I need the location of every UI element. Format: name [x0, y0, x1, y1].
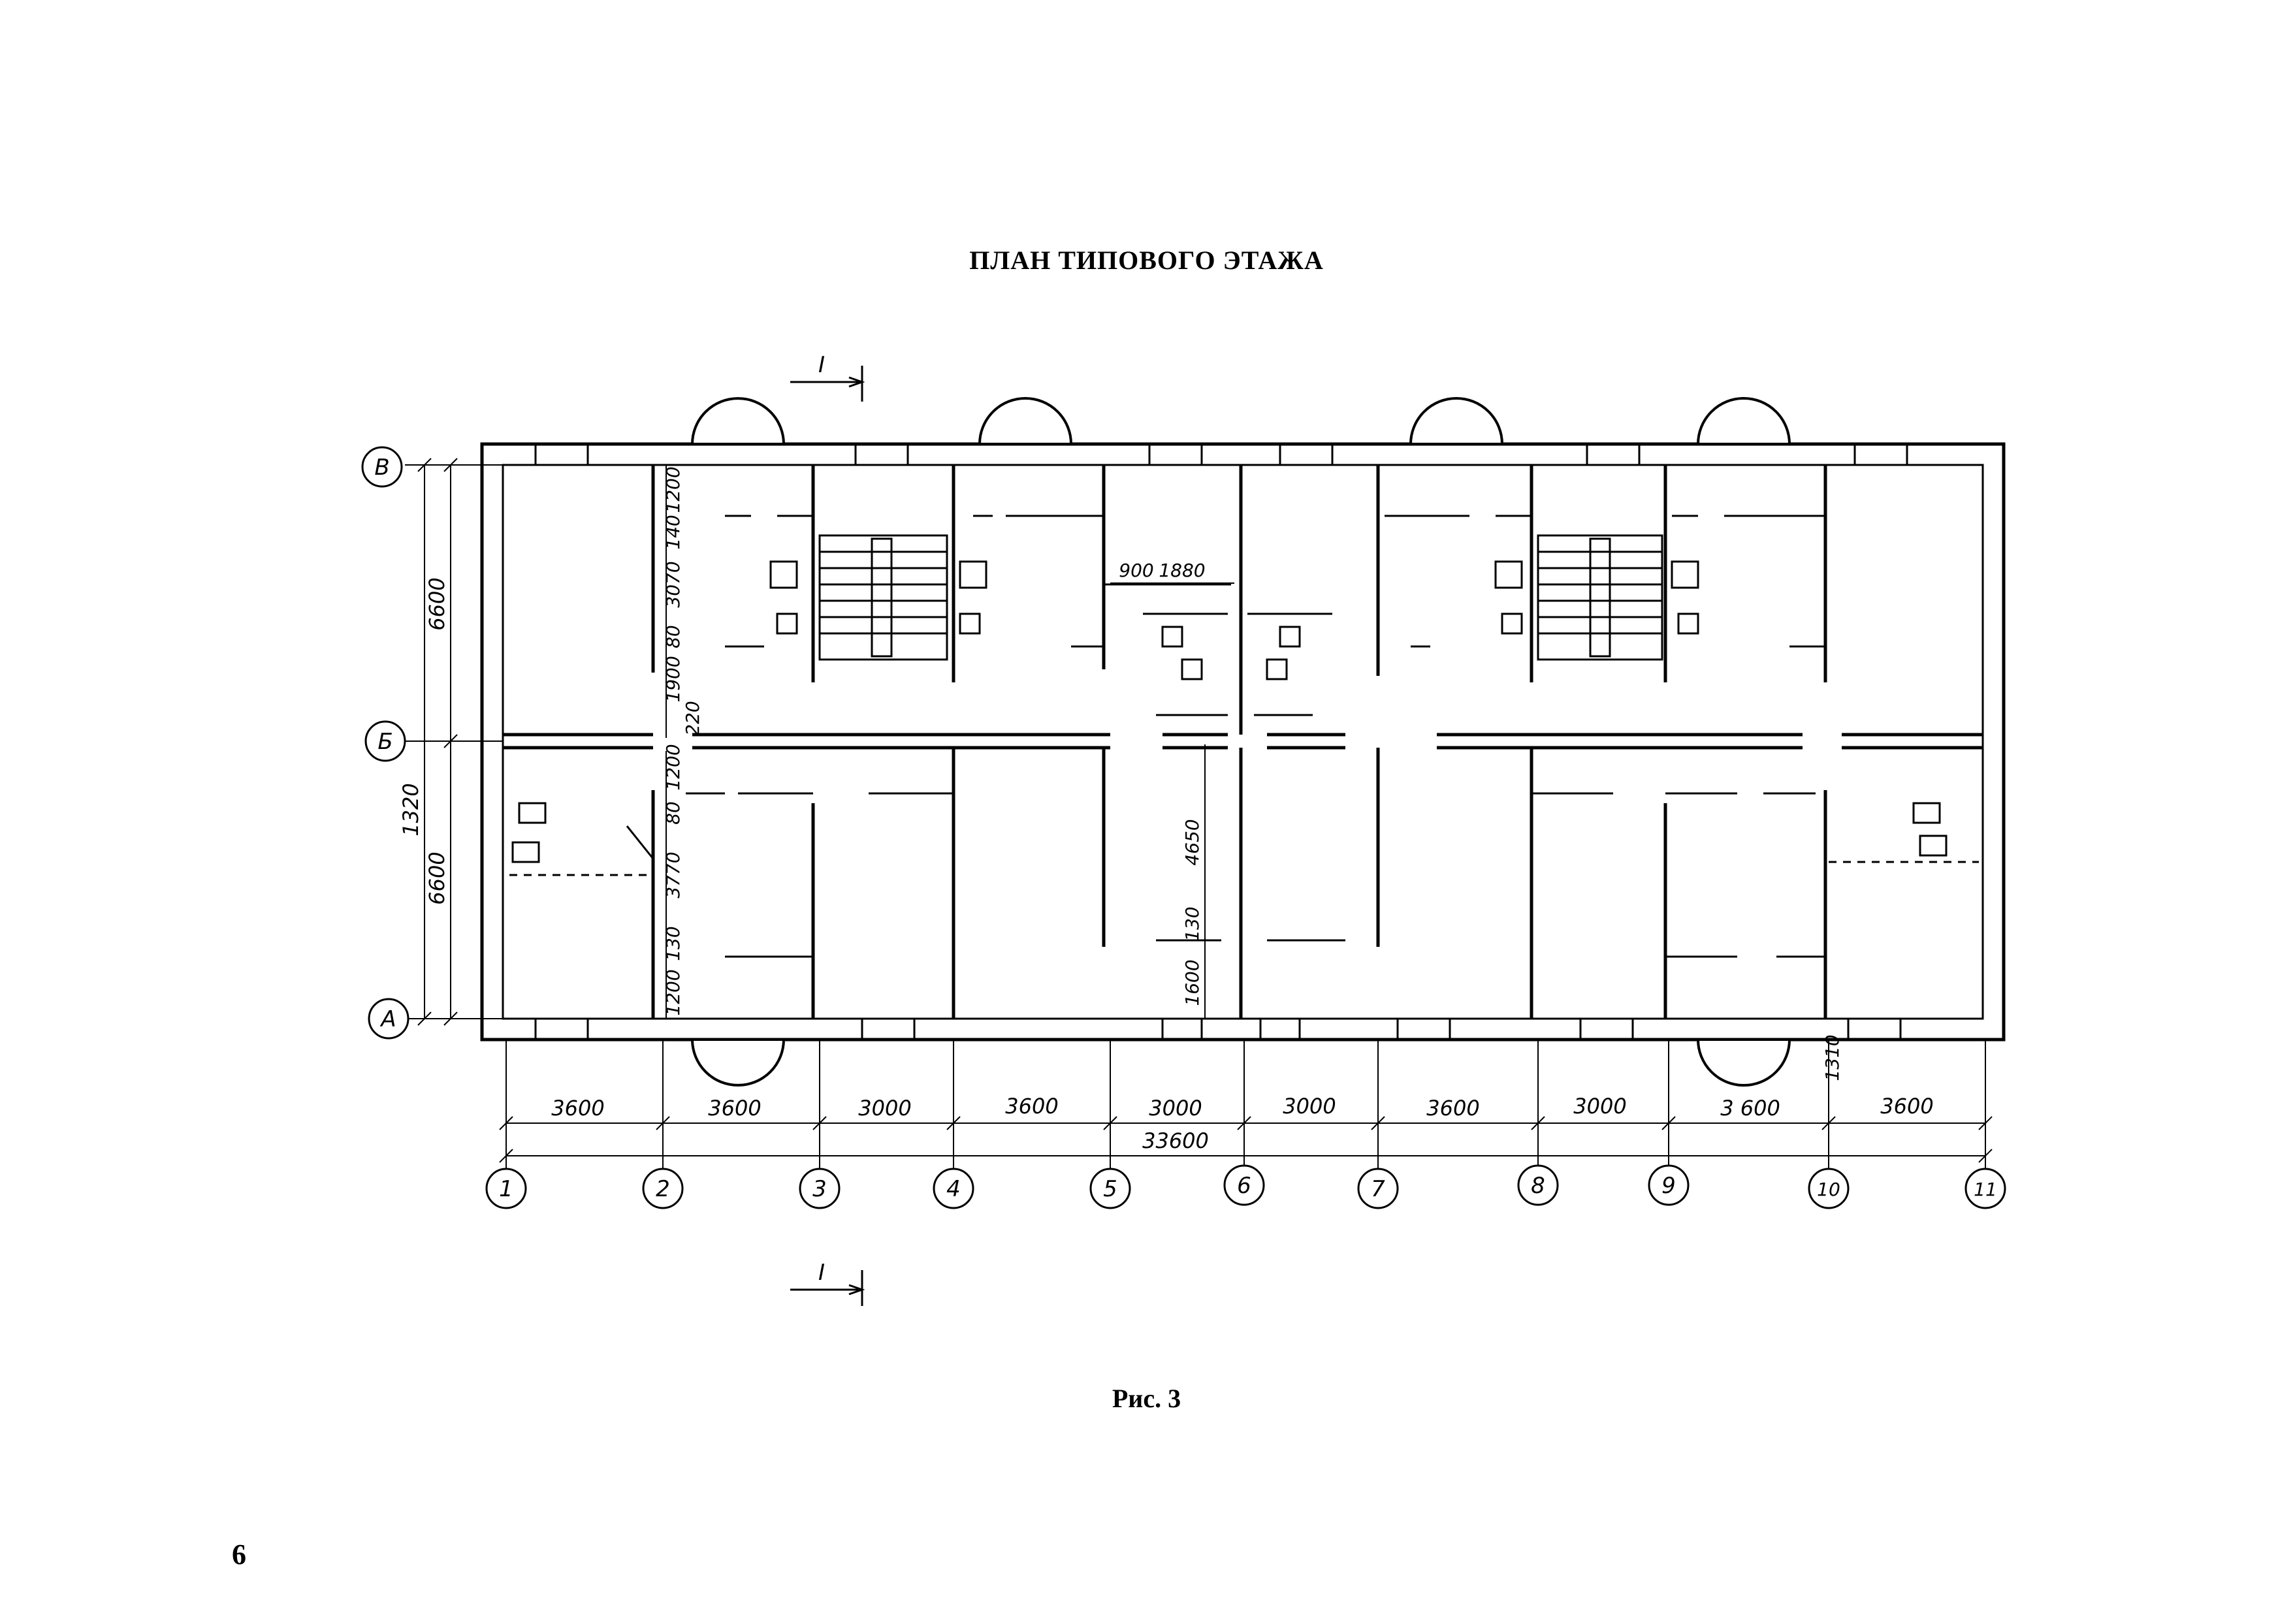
page-number: 6 [232, 1538, 246, 1570]
dim-text: 3000 [858, 1096, 911, 1121]
windows [534, 443, 1908, 1041]
interior-walls [503, 465, 1983, 1019]
dim-text: 1200 [662, 466, 684, 513]
dim-text: 3600 [1426, 1096, 1479, 1121]
dim-text: 3070 [662, 561, 684, 607]
row-spacing-dims: 6600 6600 1320 [398, 577, 449, 904]
total-length-text: 33600 [1142, 1128, 1209, 1153]
partitions [509, 515, 1979, 958]
dim-text: 3600 [708, 1096, 761, 1121]
dim-text: 3000 [1149, 1096, 1202, 1121]
dim-text: 3600 [1005, 1094, 1058, 1119]
axis-label-col: 7 [1371, 1176, 1385, 1202]
axis-label-row: А [379, 1006, 396, 1032]
dim-text: 130 [662, 926, 684, 961]
stairwell-right [1537, 534, 1663, 661]
dim-text: 4650 [1181, 819, 1203, 865]
axis-label-col: 5 [1103, 1176, 1117, 1202]
row-axis-bubbles [361, 446, 409, 1040]
dim-text: 3000 [1573, 1094, 1626, 1119]
axis-label-col: 4 [946, 1176, 961, 1202]
dim-text: 1200 [662, 969, 684, 1015]
dim-text: 1880 [1159, 560, 1205, 581]
axis-label-col: 1 [499, 1176, 513, 1202]
stair-zone-dims: 1200 140 3070 80 1900 220 [662, 466, 703, 735]
dim-text: 3770 [662, 852, 684, 898]
stairwell-left [818, 534, 948, 661]
dim-text: 220 [682, 701, 703, 735]
bay-projections [690, 397, 1791, 1087]
axis-label-col: 6 [1237, 1173, 1251, 1199]
axis-label-row: В [374, 454, 389, 481]
dim-text: 1600 [1181, 959, 1203, 1006]
section-mark-top: I [818, 352, 825, 378]
axis-label-col: 2 [656, 1176, 670, 1202]
dim-text: 130 [1181, 906, 1203, 941]
axis-lines [405, 458, 1993, 1169]
section-mark-bottom: I [818, 1260, 825, 1286]
total-width-text: 1320 [398, 783, 423, 836]
dim-text: 1310 [1821, 1034, 1843, 1081]
center-zone-dims: 900 1880 4650 130 1600 1310 [1119, 560, 1843, 1081]
column-spacing-dims: 3600 3600 3000 3600 3000 3000 3600 3000 … [551, 1094, 1933, 1153]
dim-text: 80 [662, 625, 684, 648]
dim-text: 80 [662, 801, 684, 825]
dim-text: 900 [1119, 560, 1153, 581]
dim-text: 3600 [1880, 1094, 1933, 1119]
lower-zone-dims: 1200 80 3770 130 1200 [662, 744, 684, 1015]
dim-text: 6600 [425, 852, 449, 904]
section-marks [790, 366, 865, 1306]
axis-label-col: 3 [812, 1176, 827, 1202]
column-axis-labels: 1 2 3 4 5 6 7 8 9 10 11 [499, 1173, 1997, 1202]
sanitary-fixtures [511, 560, 1948, 863]
axis-label-col: 8 [1531, 1173, 1545, 1199]
dim-text: 140 [662, 515, 684, 549]
dim-text: 6600 [425, 577, 449, 630]
axis-label-col: 9 [1661, 1173, 1676, 1199]
dim-text: 3000 [1283, 1094, 1336, 1119]
axis-label-col: 11 [1974, 1179, 1997, 1200]
dim-text: 3600 [551, 1096, 604, 1121]
column-axis-bubbles [485, 1164, 2006, 1209]
dim-text: 1900 [662, 656, 684, 702]
axis-label-row: Б [377, 729, 393, 755]
dim-text: 3 600 [1720, 1096, 1780, 1121]
outer-walls [480, 442, 2006, 1042]
figure-caption: Рис. 3 [1112, 1384, 1181, 1413]
page-title: ПЛАН ТИПОВОГО ЭТАЖА [969, 246, 1324, 275]
dim-text: 1200 [662, 744, 684, 790]
axis-label-col: 10 [1817, 1179, 1840, 1200]
